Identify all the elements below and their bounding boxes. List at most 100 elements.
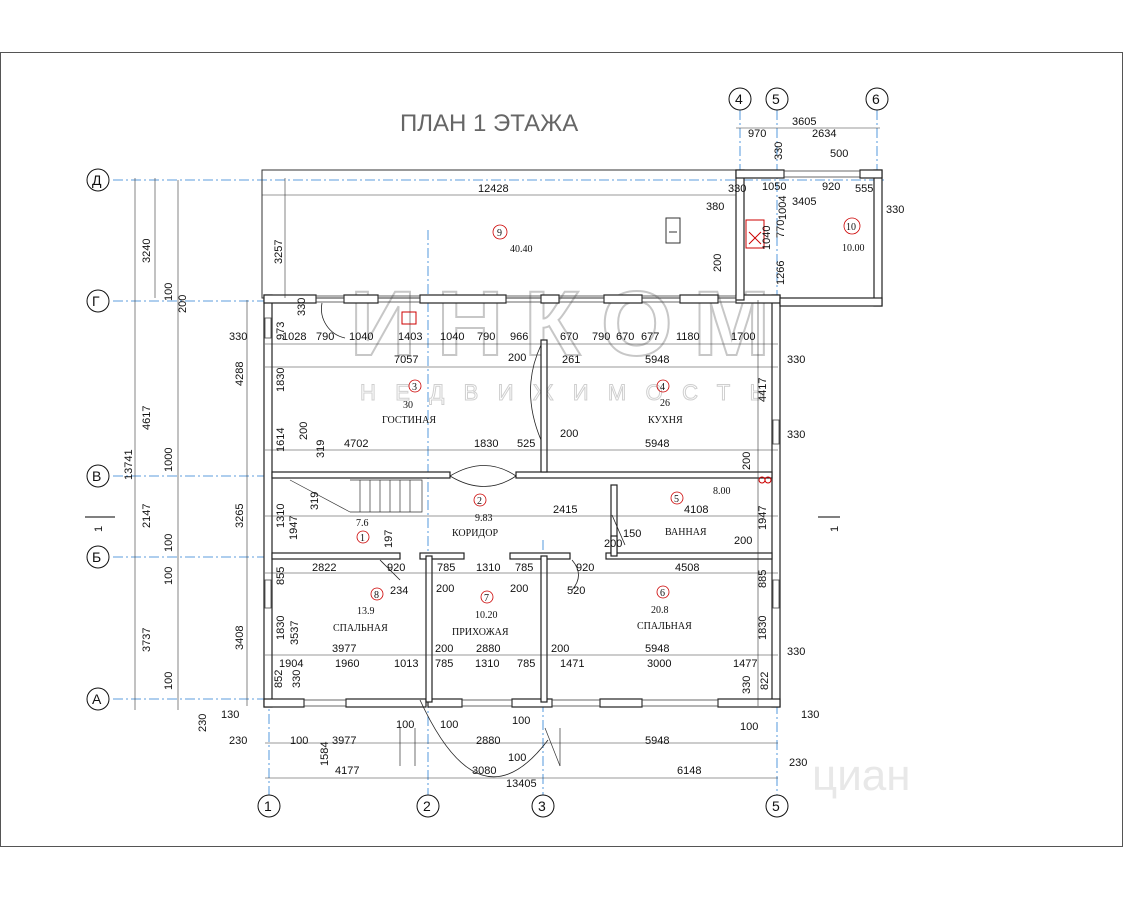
dim-label: 1471: [560, 658, 584, 670]
dim-label: 130: [801, 709, 819, 721]
dim-label: 3257: [273, 240, 285, 264]
dim-label: 785: [435, 658, 453, 670]
dim-label: 150: [623, 528, 641, 540]
dim-label: 855: [275, 567, 287, 585]
dim-label: 3405: [792, 196, 816, 208]
dim-label: 4702: [344, 438, 368, 450]
dim-label: 230: [789, 757, 807, 769]
dim-label: 1904: [279, 658, 303, 670]
dim-label: 6148: [677, 765, 701, 777]
dim-label: 2822: [312, 562, 336, 574]
room-10-area: 10.00: [842, 243, 865, 254]
room-4-name: КУХНЯ: [648, 415, 683, 426]
dim-label: 3977: [332, 735, 356, 747]
dim-label: 380: [706, 201, 724, 213]
axis-5b-label: 5: [772, 798, 780, 814]
dim-label: 200: [436, 583, 454, 595]
windows: [264, 170, 861, 707]
dim-label: 1040: [440, 331, 464, 343]
dim-label: 785: [437, 562, 455, 574]
dim-label: 973: [275, 322, 287, 340]
dim-label: 100: [512, 715, 530, 727]
dim-label: 3080: [472, 765, 496, 777]
dim-label: 100: [396, 719, 414, 731]
dim-label: 330: [291, 670, 303, 688]
room-6-number: 6: [660, 588, 665, 599]
dim-label: 200: [734, 535, 752, 547]
dim-label: 330: [787, 354, 805, 366]
dim-label: 790: [477, 331, 495, 343]
axis-g-label: Г: [92, 293, 100, 309]
dim-label: 520: [567, 585, 585, 597]
dim-label: 1960: [335, 658, 359, 670]
dim-label: 1700: [731, 331, 755, 343]
dim-label: 3265: [234, 504, 246, 528]
page-title: ПЛАН 1 ЭТАЖА: [400, 110, 578, 137]
dim-label: 100: [440, 719, 458, 731]
dim-label: 330: [886, 204, 904, 216]
room-3-area: 30: [403, 400, 413, 411]
dim-label: 3240: [141, 239, 153, 263]
room-8-name: СПАЛЬНАЯ: [333, 623, 388, 634]
dim-label: 1004: [777, 196, 789, 220]
dim-label: 4108: [684, 504, 708, 516]
dim-label: 3000: [647, 658, 671, 670]
dim-label: 230: [229, 735, 247, 747]
dim-label: 3605: [792, 116, 816, 128]
dim-label: 5948: [645, 354, 669, 366]
dim-label: 230: [197, 714, 209, 732]
axis-a-label: А: [92, 691, 102, 707]
dim-label: 200: [510, 583, 528, 595]
dim-label: 330: [787, 646, 805, 658]
dim-label: 100: [163, 567, 175, 585]
room-4-number: 4: [660, 382, 665, 393]
staircase: [289, 479, 561, 767]
dim-label: 1000: [163, 448, 175, 472]
dim-label: 1266: [775, 261, 787, 285]
dimension-lines: [134, 127, 880, 779]
dim-label: 100: [508, 752, 526, 764]
axis-5-label: 5: [772, 91, 780, 107]
dim-label: 1040: [349, 331, 373, 343]
dim-label: 1028: [282, 331, 306, 343]
dim-label: 3977: [332, 643, 356, 655]
dim-label: 1947: [757, 506, 769, 530]
dim-label: 1310: [475, 658, 499, 670]
axis-6-label: 6: [872, 91, 880, 107]
axis-1-label: 1: [264, 798, 272, 814]
room-9-number: 9: [497, 228, 502, 239]
room-10-number: 10: [846, 222, 856, 233]
dim-label: 1050: [762, 181, 786, 193]
dim-label: 4177: [335, 765, 359, 777]
dim-label: 200: [435, 643, 453, 655]
room-7-name: ПРИХОЖАЯ: [452, 627, 509, 638]
dim-label: 261: [562, 354, 580, 366]
dim-label: 1830: [275, 368, 287, 392]
room-8-area: 13.9: [357, 606, 375, 617]
dim-label: 1947: [288, 516, 300, 540]
dim-label: 330: [728, 183, 746, 195]
dim-label: 920: [822, 181, 840, 193]
dim-label: 1477: [733, 658, 757, 670]
grid-axes: [113, 110, 885, 795]
dim-label: 1013: [394, 658, 418, 670]
room-1-number: 1: [360, 533, 365, 544]
dim-label: 330: [741, 676, 753, 694]
dim-label: 130: [221, 709, 239, 721]
dim-label: 197: [383, 530, 395, 548]
dim-label: 200: [560, 428, 578, 440]
dim-label: 785: [517, 658, 535, 670]
dim-label: 200: [551, 643, 569, 655]
dim-label: 12428: [478, 183, 509, 195]
dim-label: 5948: [645, 643, 669, 655]
dim-label: 920: [387, 562, 405, 574]
dim-label: 2147: [141, 504, 153, 528]
dim-label: 966: [510, 331, 528, 343]
dim-label: 525: [517, 438, 535, 450]
dim-label: 7057: [394, 354, 418, 366]
dim-label: 770: [775, 220, 787, 238]
brand-tagline-watermark: НЕДВИЖИМОСТЬ: [360, 380, 770, 405]
axis-3-label: 3: [538, 798, 546, 814]
dim-label: 319: [309, 492, 321, 510]
